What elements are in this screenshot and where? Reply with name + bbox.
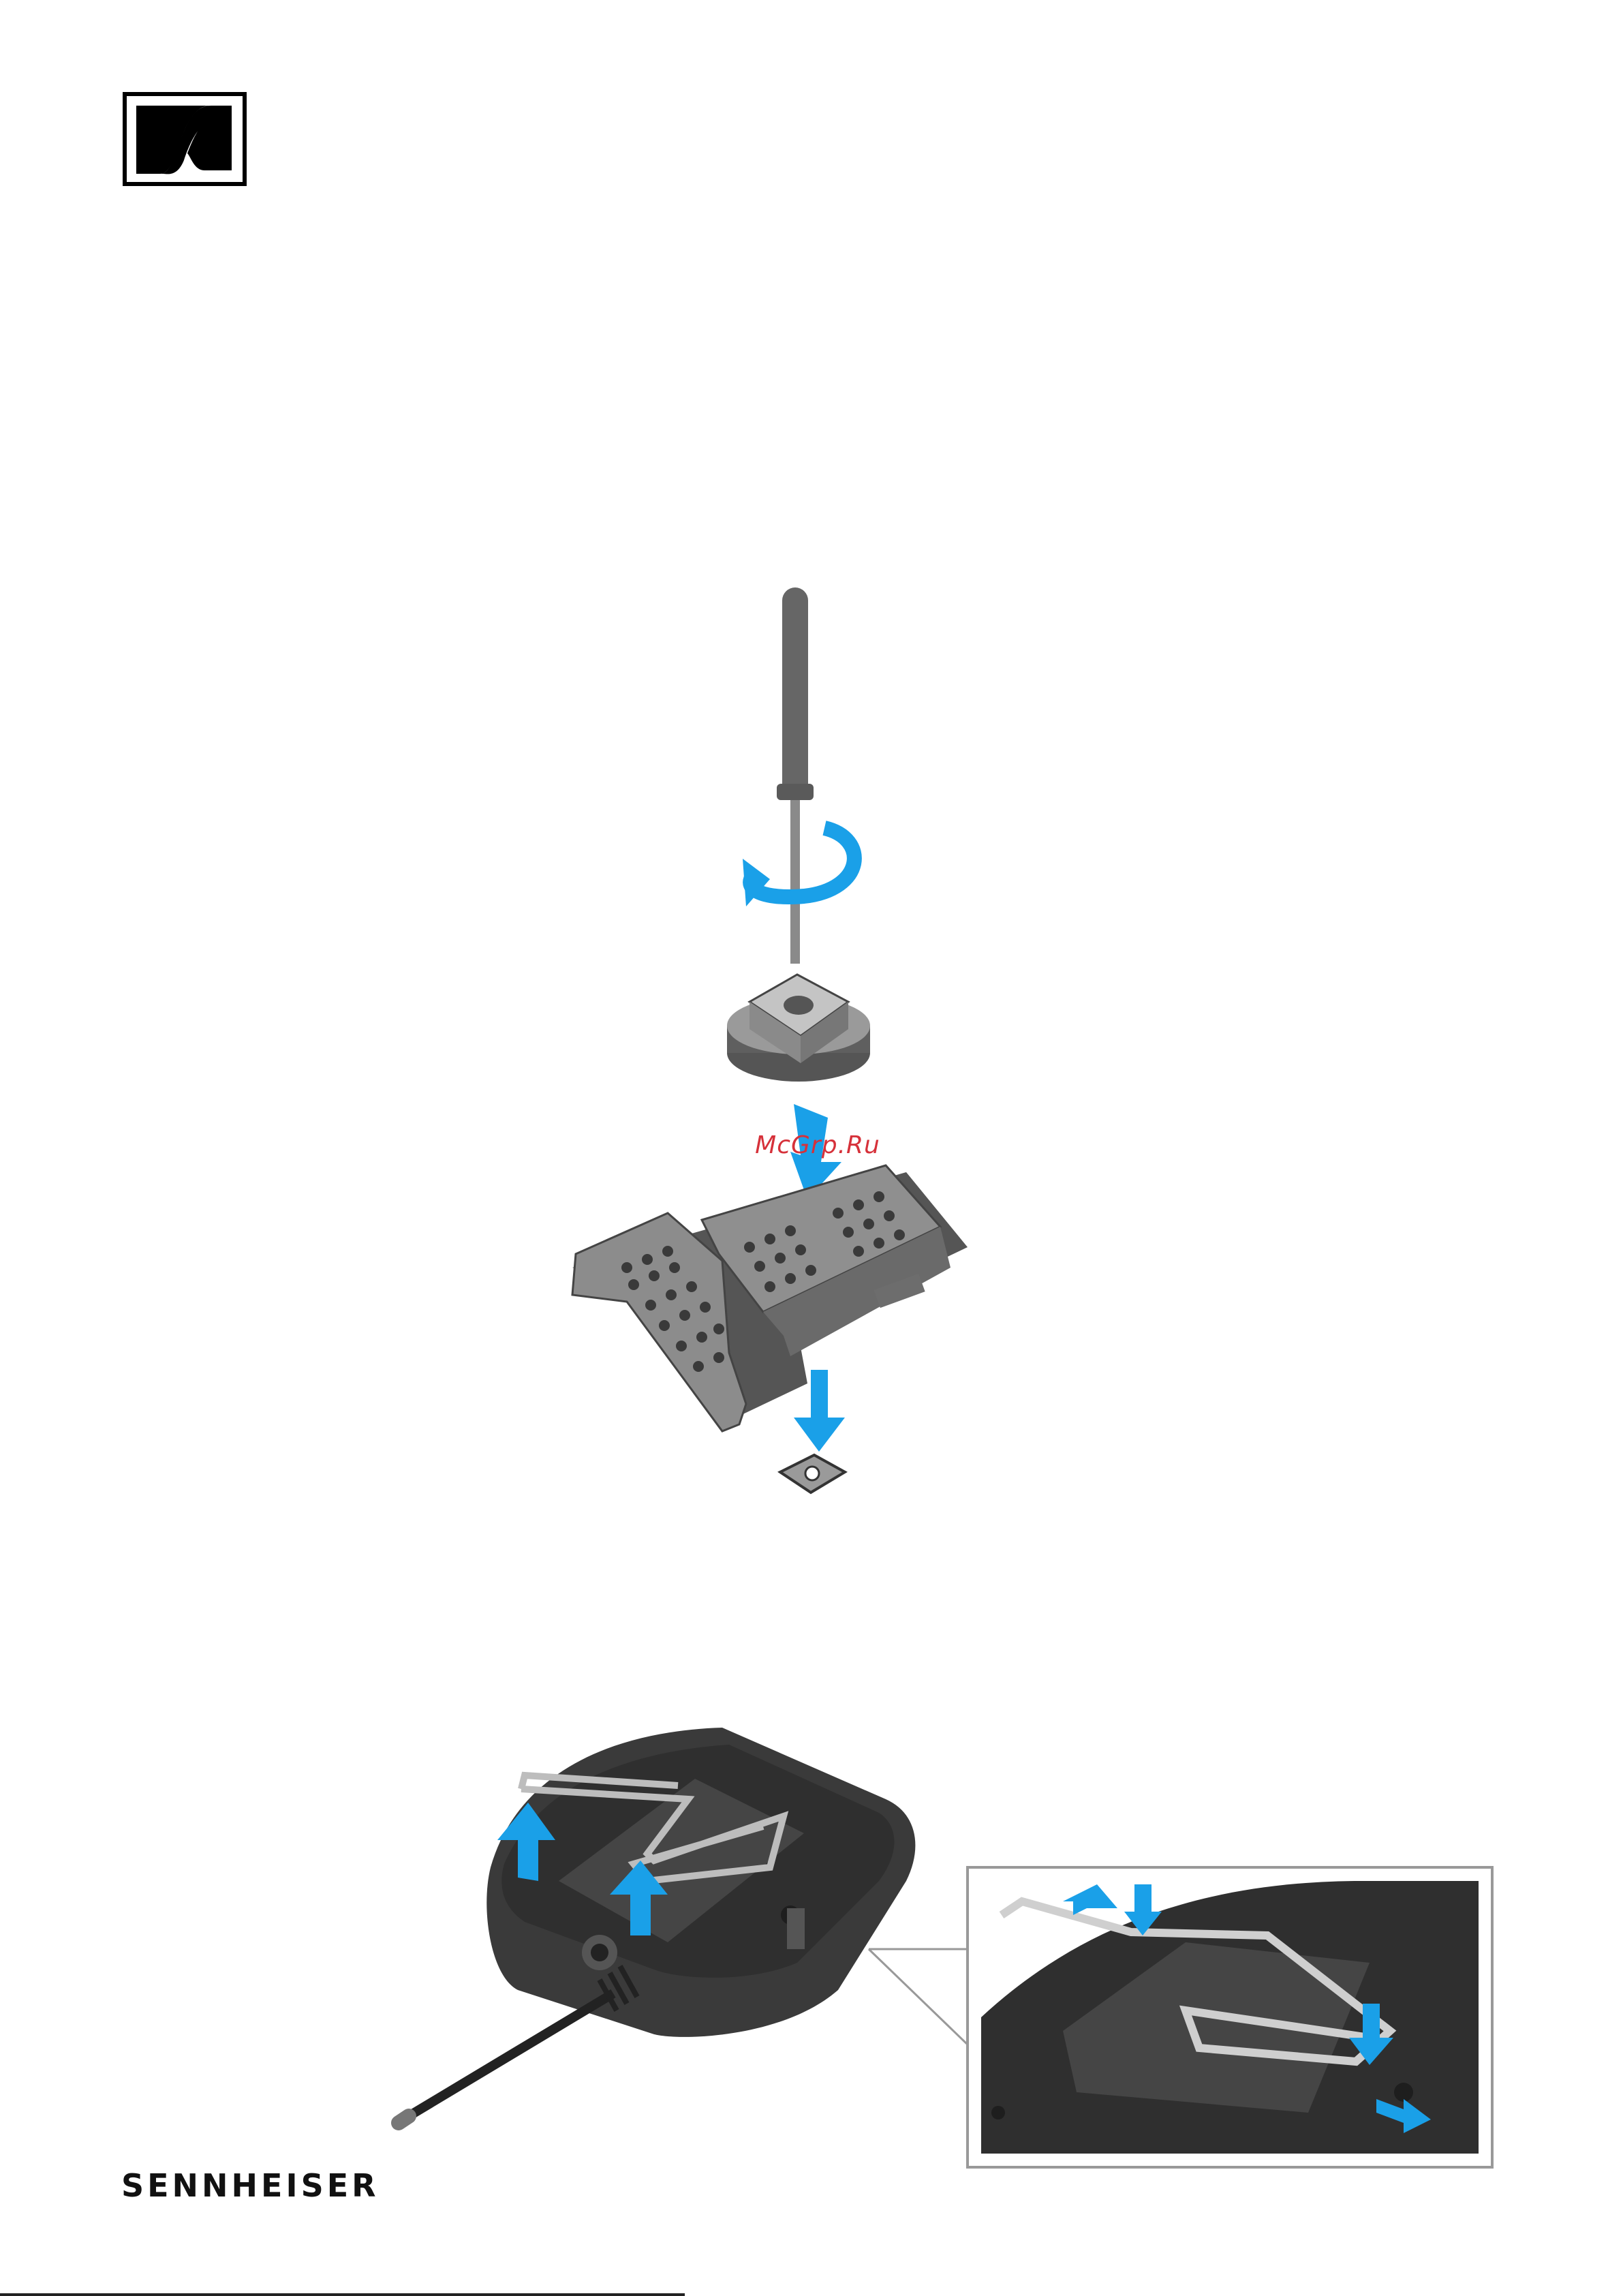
footer-rule <box>0 2293 685 2296</box>
watermark-text: McGrp.Ru <box>681 1131 954 1159</box>
detail-inset <box>968 1867 1492 2167</box>
brand-wordmark: SENNHEISER <box>121 2167 380 2204</box>
